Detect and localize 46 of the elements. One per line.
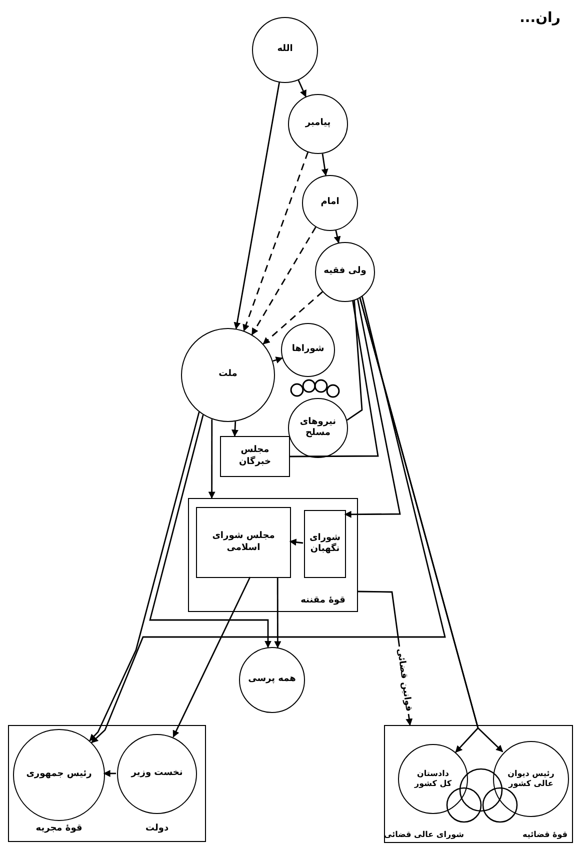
arrow [359, 298, 504, 752]
group-label: قوهٔ مجریه [36, 823, 82, 835]
circle-node: نخست وزیر [117, 734, 197, 814]
circle-node: شوراها [281, 323, 335, 377]
arrow [242, 152, 309, 332]
arrow [103, 770, 116, 777]
text-box: شورای نگهبان [304, 510, 346, 578]
arrow [208, 419, 216, 499]
circle-node: نیروهای مسلح [288, 398, 348, 458]
circle-node: رئیس دیوان عالی کشور [493, 741, 569, 817]
group-label: دولت [145, 823, 169, 835]
text-box: مجلس شورای اسلامی [196, 507, 291, 578]
arrow [262, 291, 323, 344]
arrow [298, 80, 306, 98]
group-label: قوهٔ مقننه [300, 595, 346, 607]
circle-node: دادستان کل کشور [398, 744, 468, 814]
heading-fragment: ران... [520, 10, 560, 26]
text-box: مجلس خبرگان [220, 436, 290, 477]
group-frame [188, 498, 358, 612]
arrow [251, 226, 316, 336]
arrow [334, 230, 341, 244]
arrow [321, 154, 328, 176]
arrow [289, 538, 304, 546]
edge-label: قوانین قضائی [394, 646, 414, 714]
arrow [274, 577, 282, 648]
arrow [234, 82, 280, 330]
arrow [149, 414, 272, 648]
circle-node: همه پرسی [239, 647, 305, 713]
group-label: قوهٔ قضائیه [522, 830, 568, 840]
arrow [172, 576, 251, 738]
circle-node: ملت [181, 328, 275, 422]
arrow [232, 421, 238, 437]
circle-node: رئیس جمهوری [13, 729, 105, 821]
arrow [89, 412, 200, 742]
group-label: شورای عالی قضائی [384, 830, 464, 840]
circle-node: الله [252, 17, 318, 83]
arrow [272, 356, 283, 364]
circle-node: ولی فقیه [315, 242, 375, 302]
group-frame [384, 725, 573, 843]
arrow [344, 299, 401, 518]
connector-line [346, 300, 363, 421]
circle-node: پیامبر [288, 94, 348, 154]
group-frame [8, 725, 206, 842]
arrow [91, 296, 446, 744]
circle-node: امام [302, 175, 358, 231]
connector-line [290, 300, 379, 458]
